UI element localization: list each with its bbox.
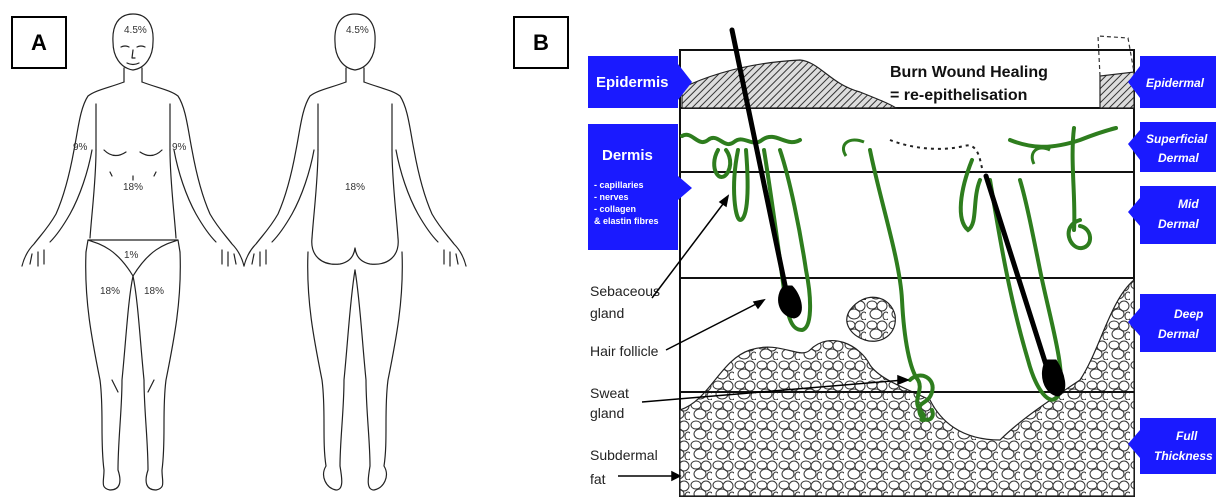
depth-label-superficial-dermal: Superficial Dermal <box>1128 122 1216 172</box>
svg-text:- capillaries: - capillaries <box>594 180 644 190</box>
body-surface-area-diagram: 4.5% 9% 9% 18% 1% 18% 18% 4.5% 18% <box>0 0 500 498</box>
dermis-label-box: Dermis - capillaries - nerves - collagen… <box>588 124 692 250</box>
front-right-leg-percent: 18% <box>100 286 120 297</box>
back-head-percent: 4.5% <box>346 25 369 36</box>
epidermis-right <box>1100 72 1134 108</box>
svg-text:Thickness: Thickness <box>1154 449 1213 463</box>
depth-label-mid-dermal: Mid Dermal <box>1128 186 1216 244</box>
front-left-leg-percent: 18% <box>144 286 164 297</box>
skin-cross-section-diagram: Burn Wound Healing = re-epithelisation E… <box>580 0 1222 498</box>
front-groin-percent: 1% <box>124 250 139 261</box>
svg-text:Superficial: Superficial <box>1146 132 1208 146</box>
depth-label-full-thickness: Full Thickness <box>1128 418 1216 474</box>
depth-label-epidermal: Epidermal <box>1128 56 1216 108</box>
back-body-figure <box>244 14 466 490</box>
svg-text:Epidermis: Epidermis <box>596 74 669 91</box>
svg-text:Deep: Deep <box>1174 307 1203 321</box>
front-head-percent: 4.5% <box>124 25 147 36</box>
svg-text:Dermal: Dermal <box>1158 151 1199 165</box>
panel-b-label: B <box>513 16 569 69</box>
epidermis-label-box: Epidermis <box>588 56 692 108</box>
svg-text:- nerves: - nerves <box>594 192 629 202</box>
svg-text:Epidermal: Epidermal <box>1146 76 1205 90</box>
svg-text:Dermis: Dermis <box>602 147 653 164</box>
svg-text:- collagen: - collagen <box>594 204 636 214</box>
svg-text:Dermal: Dermal <box>1158 327 1199 341</box>
svg-text:Mid: Mid <box>1178 197 1199 211</box>
depth-label-deep-dermal: Deep Dermal <box>1128 294 1216 352</box>
hair-follicle-label: Hair follicle <box>590 343 659 359</box>
svg-text:Full: Full <box>1176 429 1198 443</box>
front-left-arm-percent: 9% <box>172 142 187 153</box>
subdermal-fat-label-2: fat <box>590 471 606 487</box>
diagram-title-line2: = re-epithelisation <box>890 87 1027 104</box>
front-right-arm-percent: 9% <box>73 142 88 153</box>
sebaceous-label-2: gland <box>590 305 624 321</box>
svg-text:& elastin fibres: & elastin fibres <box>594 216 659 226</box>
subdermal-fat-label-1: Subdermal <box>590 447 658 463</box>
back-trunk-percent: 18% <box>345 182 365 193</box>
svg-text:Dermal: Dermal <box>1158 217 1199 231</box>
front-trunk-percent: 18% <box>123 182 143 193</box>
sweat-gland-label-1: Sweat <box>590 385 629 401</box>
sweat-gland-label-2: gland <box>590 405 624 421</box>
sebaceous-label-1: Sebaceous <box>590 283 660 299</box>
diagram-title-line1: Burn Wound Healing <box>890 64 1048 81</box>
